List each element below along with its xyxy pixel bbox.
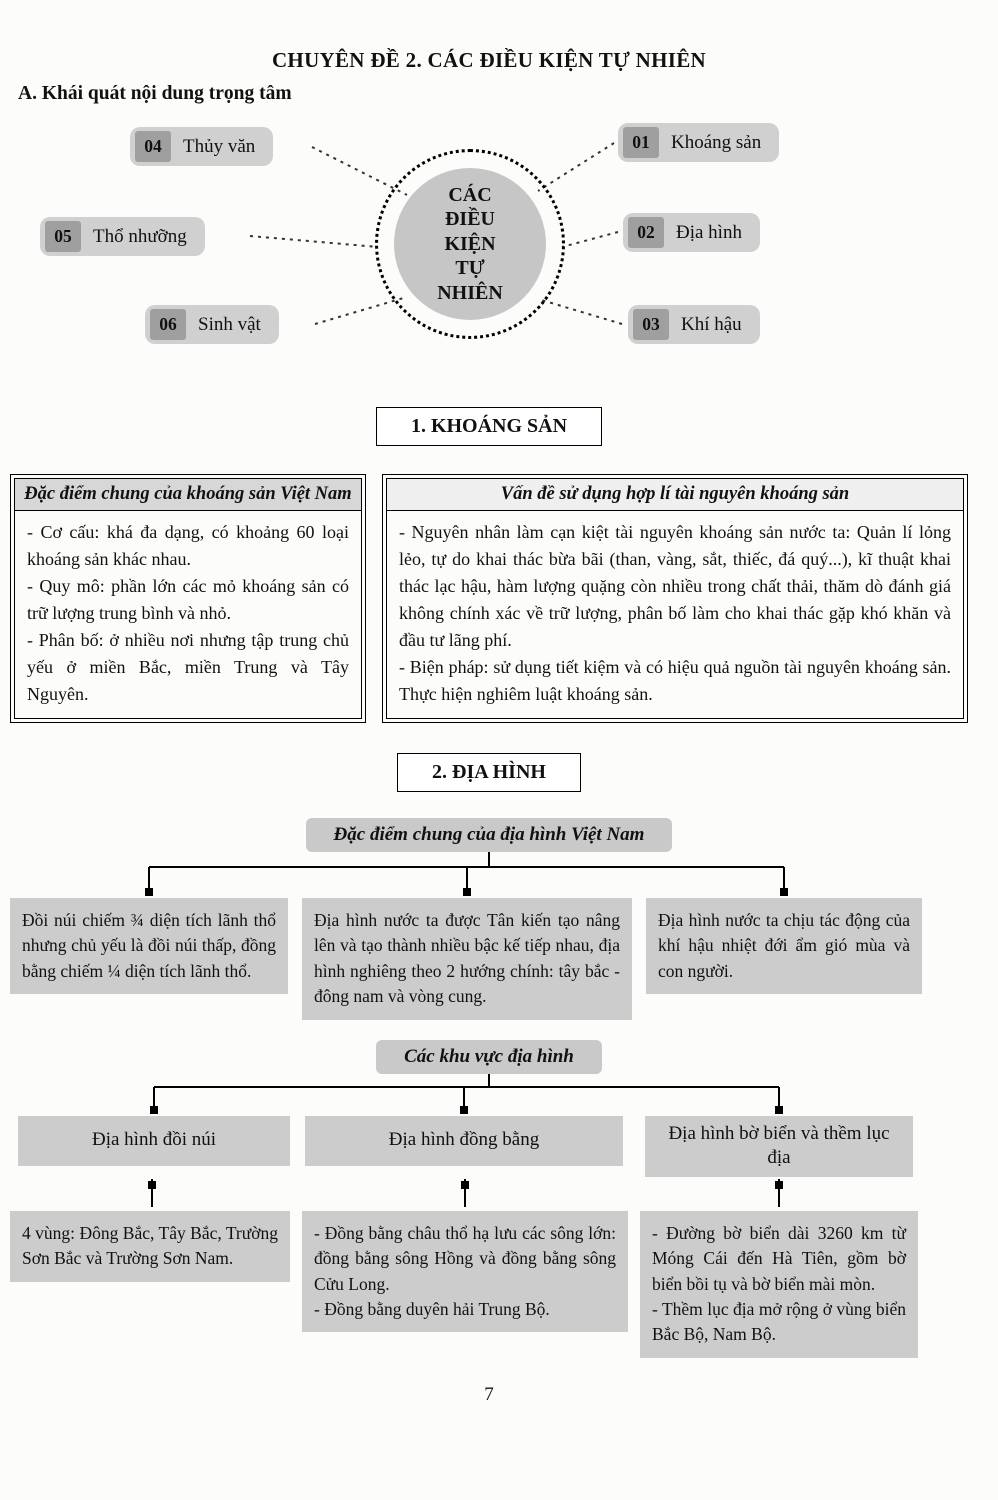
node-label: Sinh vật xyxy=(198,313,261,335)
region-content-bo-bien: - Đường bờ biển dài 3260 km từ Móng Cái … xyxy=(640,1210,918,1358)
section2-header: 2. ĐỊA HÌNH xyxy=(397,753,581,792)
node-label: Thổ nhưỡng xyxy=(93,225,187,247)
usage-box-title: Vấn đề sử dụng hợp lí tài nguyên khoáng … xyxy=(387,479,963,511)
khoang-san-boxes: Đặc điểm chung của khoáng sản Việt Nam -… xyxy=(10,474,968,723)
region-header-doi-nui: Địa hình đồi núi xyxy=(18,1115,290,1166)
mindmap-node-dia-hinh: 02 Địa hình xyxy=(623,213,760,252)
node-number-badge: 05 xyxy=(45,221,81,252)
region-header-dong-bang: Địa hình đồng bằng xyxy=(305,1115,623,1166)
mindmap-node-khi-hau: 03 Khí hậu xyxy=(628,305,760,344)
node-number-badge: 04 xyxy=(135,131,171,162)
node-label: Địa hình xyxy=(676,221,742,243)
mindmap-center-topic: CÁC ĐIỀU KIỆN TỰ NHIÊN xyxy=(394,168,546,320)
characteristics-box-body: - Cơ cấu: khá đa dạng, có khoảng 60 loại… xyxy=(27,522,349,704)
center-line: CÁC xyxy=(448,184,492,207)
usage-box-body: - Nguyên nhân làm cạn kiệt tài nguyên kh… xyxy=(399,522,951,704)
khoang-san-characteristics-box: Đặc điểm chung của khoáng sản Việt Nam -… xyxy=(10,474,366,723)
node-number-badge: 06 xyxy=(150,309,186,340)
center-line: NHIÊN xyxy=(437,281,503,304)
characteristics-box-title: Đặc điểm chung của khoáng sản Việt Nam xyxy=(15,479,361,511)
center-line: TỰ xyxy=(455,257,485,280)
feature-doi-nui: Đồi núi chiếm ¾ diện tích lãnh thổ nhưng… xyxy=(10,898,288,995)
region-headers-row: Địa hình đồi núi Địa hình đồng bằng Địa … xyxy=(10,1115,968,1177)
feature-khi-hau-con-nguoi: Địa hình nước ta chịu tác động của khí h… xyxy=(646,898,922,995)
feature-tan-kien-tao: Địa hình nước ta được Tân kiến tạo nâng … xyxy=(302,898,632,1020)
region-header-bo-bien: Địa hình bờ biển và thềm lục địa xyxy=(645,1115,913,1177)
mindmap-diagram: CÁC ĐIỀU KIỆN TỰ NHIÊN 04 Thủy văn 05 Th… xyxy=(10,119,968,381)
node-label: Khoáng sản xyxy=(671,131,762,153)
page-title: CHUYÊN ĐỀ 2. CÁC ĐIỀU KIỆN TỰ NHIÊN xyxy=(271,48,707,72)
section-a-heading: A. Khái quát nội dung trọng tâm xyxy=(18,83,292,104)
node-number-badge: 01 xyxy=(623,127,659,158)
center-line: KIỆN xyxy=(444,232,496,255)
tree-connector-1 xyxy=(145,852,788,896)
region-content-dong-bang: - Đồng bằng châu thổ hạ lưu các sông lớn… xyxy=(302,1210,628,1333)
khu-vuc-dia-hinh-bar: Các khu vực địa hình xyxy=(376,1039,602,1074)
box-inner-border: Vấn đề sử dụng hợp lí tài nguyên khoáng … xyxy=(386,478,964,719)
mindmap-node-khoang-san: 01 Khoáng sản xyxy=(618,123,780,162)
node-label: Khí hậu xyxy=(681,313,742,335)
khoang-san-usage-box: Vấn đề sử dụng hợp lí tài nguyên khoáng … xyxy=(382,474,968,723)
node-number-badge: 02 xyxy=(628,217,664,248)
mindmap-center-ring: CÁC ĐIỀU KIỆN TỰ NHIÊN xyxy=(375,149,565,339)
dia-hinh-characteristics-bar: Đặc điểm chung của địa hình Việt Nam xyxy=(305,818,673,852)
tree-connector-3 xyxy=(148,1178,783,1207)
box-inner-border: Đặc điểm chung của khoáng sản Việt Nam -… xyxy=(14,478,362,719)
node-label: Thủy văn xyxy=(183,135,256,157)
region-contents-row: 4 vùng: Đông Bắc, Tây Bắc, Trường Sơn Bắ… xyxy=(10,1210,968,1358)
section1-header: 1. KHOÁNG SẢN xyxy=(375,407,603,446)
node-number-badge: 03 xyxy=(633,309,669,340)
center-line: ĐIỀU xyxy=(444,208,495,231)
page-number: 7 xyxy=(484,1383,494,1405)
mindmap-node-tho-nhuong: 05 Thổ nhưỡng xyxy=(40,217,205,256)
region-content-doi-nui: 4 vùng: Đông Bắc, Tây Bắc, Trường Sơn Bắ… xyxy=(10,1210,290,1282)
mindmap-connector-lines xyxy=(249,142,623,325)
mindmap-node-sinh-vat: 06 Sinh vật xyxy=(145,305,279,344)
tree-connector-2 xyxy=(150,1073,783,1114)
dia-hinh-features-row: Đồi núi chiếm ¾ diện tích lãnh thổ nhưng… xyxy=(10,898,968,1020)
mindmap-node-thuy-van: 04 Thủy văn xyxy=(130,127,274,166)
